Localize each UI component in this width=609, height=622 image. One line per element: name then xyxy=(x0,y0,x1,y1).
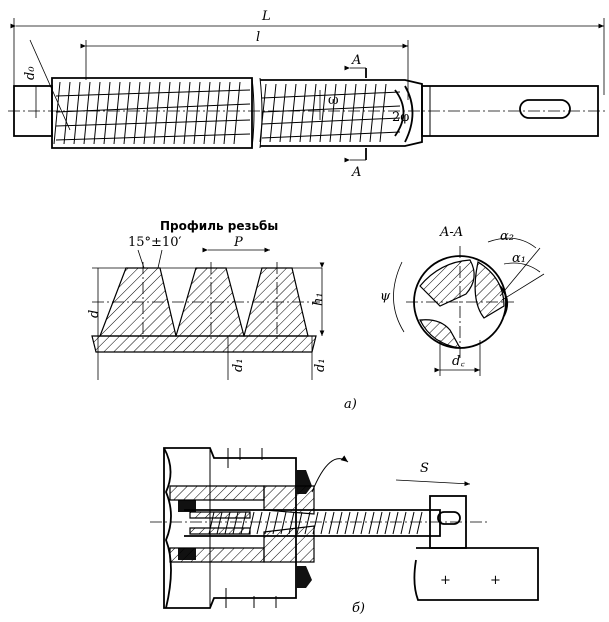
thread-stroke xyxy=(133,81,141,145)
diameter-d-label: d xyxy=(87,310,102,318)
thread-stroke xyxy=(113,81,121,145)
thread-profile: Профиль резьбы 15°±10′ P d d₁ h₁ d₁ xyxy=(87,219,328,380)
thread-stroke xyxy=(153,81,161,145)
angle-psi-label: ψ xyxy=(380,289,391,304)
thread-stroke xyxy=(296,511,303,535)
thread-stroke xyxy=(379,83,387,143)
thread-profile-title: Профиль резьбы xyxy=(160,219,278,233)
figure-a-caption: а) xyxy=(344,397,357,412)
thread-stroke xyxy=(193,81,201,145)
thread-stroke xyxy=(369,83,377,143)
thread-stroke xyxy=(173,81,181,145)
thread-stroke xyxy=(329,83,337,143)
thread-stroke xyxy=(269,83,277,143)
thread-stroke xyxy=(264,511,271,535)
thread-stroke xyxy=(299,83,307,143)
thread-stroke xyxy=(63,81,71,145)
thread-stroke xyxy=(344,511,351,535)
thread-stroke xyxy=(376,511,383,535)
thread-stroke xyxy=(368,511,375,535)
thread-stroke xyxy=(304,511,311,535)
holder-plus-left: + xyxy=(440,573,451,588)
thread-stroke xyxy=(203,81,211,145)
dimension-l-label: l xyxy=(256,30,260,45)
pitch-P-label: P xyxy=(233,235,243,250)
thread-stroke xyxy=(328,511,335,535)
thread-stroke xyxy=(408,511,415,535)
thread-stroke xyxy=(319,83,327,143)
feed-S-label: S xyxy=(420,461,429,476)
thread-stroke xyxy=(216,511,223,535)
thread-stroke xyxy=(352,511,359,535)
tap-side-view: L l d₀ xyxy=(8,9,606,180)
thread-hatching-left xyxy=(53,81,241,145)
section-A-A: A-A α₂ α₁ ψ d꜀ а) xyxy=(344,225,545,412)
section-title: A-A xyxy=(439,225,463,240)
thread-stroke xyxy=(349,83,357,143)
thread-stroke xyxy=(53,81,61,145)
thread-stroke xyxy=(83,81,91,145)
dimension-d0-label: d₀ xyxy=(23,66,38,80)
thread-stroke xyxy=(213,81,221,145)
thread-stroke xyxy=(336,511,343,535)
tip-angle-label: 2φ xyxy=(392,110,409,125)
thread-stroke xyxy=(103,81,111,145)
thread-stroke xyxy=(73,81,81,145)
section-A-top-label: A xyxy=(351,53,361,68)
thread-stroke xyxy=(272,511,279,535)
thread-stroke xyxy=(240,511,247,535)
thread-stroke xyxy=(223,81,231,145)
thread-stroke xyxy=(280,511,287,535)
thread-stroke xyxy=(320,511,327,535)
thread-stroke xyxy=(208,511,215,535)
thread-stroke xyxy=(256,511,263,535)
thread-stroke xyxy=(232,511,239,535)
thread-stroke xyxy=(400,511,407,535)
dimension-L-label: L xyxy=(261,9,271,24)
thread-stroke xyxy=(248,511,255,535)
thread-stroke xyxy=(312,511,319,535)
omega-label: ω xyxy=(328,93,339,108)
diameter-d1-label: d₁ xyxy=(231,358,246,372)
thread-stroke xyxy=(288,511,295,535)
shank-keyway-slot xyxy=(519,99,571,119)
thread-stroke xyxy=(309,83,317,143)
thread-stroke xyxy=(143,81,151,145)
thread-stroke xyxy=(359,83,367,143)
thread-stroke xyxy=(384,511,391,535)
holder-plus-right: + xyxy=(490,573,501,588)
thread-height-h1-label: h₁ xyxy=(311,292,326,306)
tap-threads xyxy=(208,511,423,535)
thread-stroke xyxy=(123,81,131,145)
thread-stroke xyxy=(163,81,171,145)
thread-stroke xyxy=(224,511,231,535)
thread-stroke xyxy=(259,83,267,143)
thread-stroke xyxy=(93,81,101,145)
angle-alpha2-label: α₂ xyxy=(500,229,514,244)
flank-angle-label: 15°±10′ xyxy=(128,235,181,250)
thread-stroke xyxy=(392,511,399,535)
section-A-bottom-label: A xyxy=(351,165,361,180)
thread-stroke xyxy=(339,83,347,143)
core-diameter-label: d꜀ xyxy=(452,354,465,369)
thread-stroke xyxy=(233,81,241,145)
thread-hatching-right xyxy=(259,83,387,143)
thread-stroke xyxy=(416,511,423,535)
diameter-d1-right-label: d₁ xyxy=(313,358,328,372)
figure-b-caption: б) xyxy=(352,601,365,616)
chuck-setup-view: S + + б) xyxy=(150,447,539,616)
thread-stroke xyxy=(183,81,191,145)
thread-stroke xyxy=(360,511,367,535)
thread-stroke xyxy=(289,83,297,143)
angle-alpha1-label: α₁ xyxy=(512,251,526,266)
thread-stroke xyxy=(279,83,287,143)
